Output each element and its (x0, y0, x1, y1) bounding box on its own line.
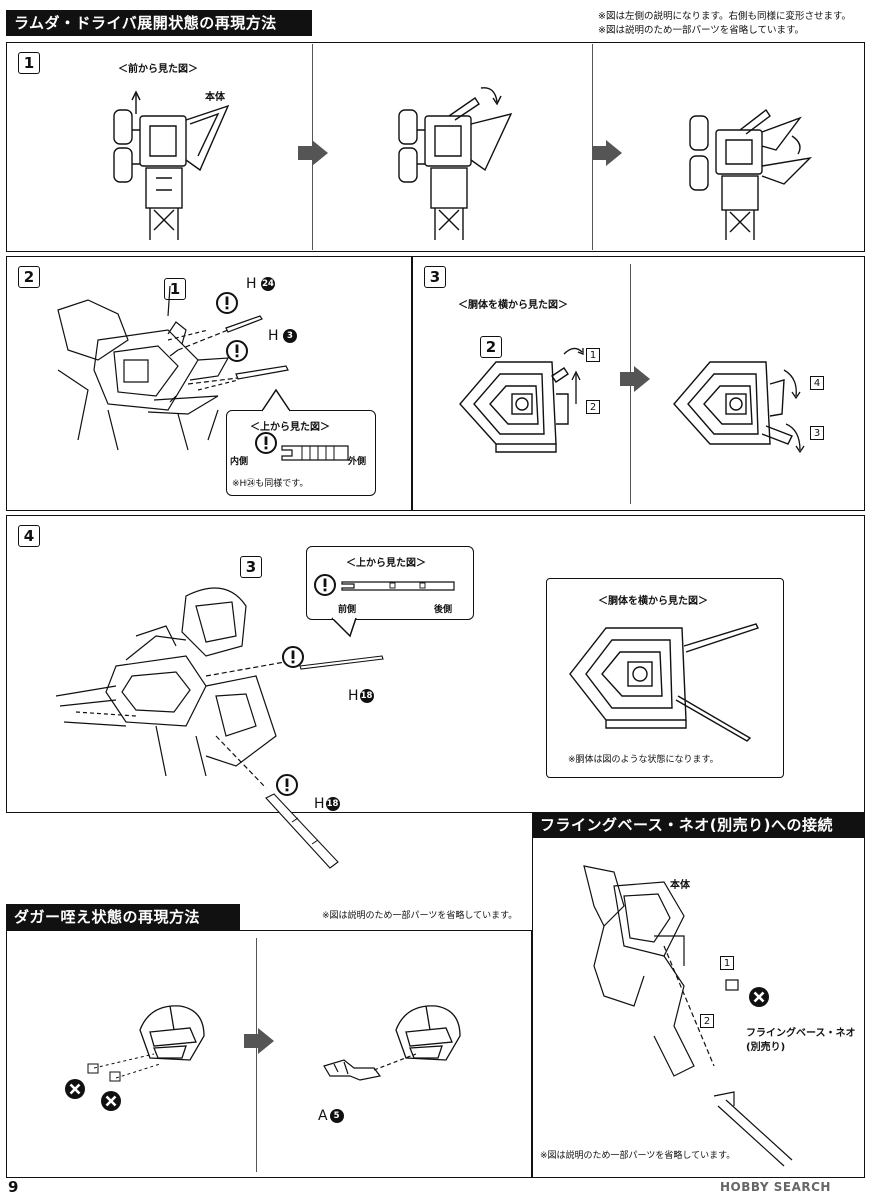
section-title-flying-base: フライングベース・ネオ(別売り)への接続 (532, 812, 865, 838)
step1-panel (6, 42, 865, 252)
step4-back-label: 後側 (434, 605, 453, 615)
step4-side-view-box (546, 578, 784, 778)
section-title-dagger: ダガー咥え状態の再現方法 (6, 904, 240, 930)
flying-base-prohibit-icon (749, 987, 769, 1007)
flying-base-order-2: 2 (700, 1014, 714, 1028)
part-number-badge: 24 (260, 277, 275, 291)
step2-inner-label: 内側 (230, 457, 249, 467)
page-number: 9 (8, 1178, 19, 1196)
step4-side-view-note: ※胴体は図のような状態になります。 (568, 755, 719, 765)
watermark: HOBBY SEARCH (720, 1180, 831, 1194)
part-letter: H (348, 688, 359, 704)
step4-rod-b (265, 793, 339, 869)
step2-callout-part (255, 432, 349, 461)
step3-panel (412, 256, 865, 511)
step1-number: 1 (18, 52, 40, 74)
step1-body-label: 本体 (205, 92, 225, 103)
dagger-next-arrow (244, 1028, 274, 1054)
step2-outer-label: 外側 (348, 457, 367, 467)
part-number-badge: 5 (329, 1109, 344, 1123)
dagger-prohibit-icon-a (65, 1079, 85, 1099)
part-number-badge: 3 (282, 329, 297, 343)
section-title-lambda-driver: ラムダ・ドライバ展開状態の再現方法 (6, 10, 312, 36)
part-number-badge: 18 (359, 689, 374, 703)
step4-attention-icon-a (282, 646, 304, 668)
step2-callout-title: ＜上から見た図＞ (250, 422, 330, 433)
step4-side-view-figure (569, 623, 759, 742)
step2-number: 2 (18, 266, 40, 288)
flying-base-body-label: 本体 (670, 880, 690, 891)
step3-order-4: 4 (810, 376, 824, 390)
part-letter: A (318, 1108, 328, 1124)
step1-figure-b (398, 87, 513, 240)
step3-number: 3 (424, 266, 446, 288)
step3-order-1: 1 (586, 348, 600, 362)
step4-rod-a (299, 655, 384, 670)
step2-guide-lines (167, 285, 289, 385)
step4-callout-part (314, 574, 455, 596)
step2-attention-icon-a (216, 292, 238, 314)
step4-front-label: 前側 (338, 605, 357, 615)
step3-next-arrow (620, 366, 650, 392)
section-note-1: ※図は左側の説明になります。右側も同様に変形させます。 (598, 11, 852, 22)
step2-panel (6, 256, 412, 511)
step4-number: 4 (18, 525, 40, 547)
part-number-badge: 18 (325, 797, 340, 811)
step4-callout-title: ＜上から見た図＞ (346, 558, 426, 569)
step4-side-view-title: ＜胴体を横から見た図＞ (598, 596, 708, 607)
step2-callout-pointer (261, 388, 291, 413)
dagger-part (323, 1053, 417, 1081)
step3-view-label: ＜胴体を横から見た図＞ (458, 300, 568, 311)
flying-base-label-2: (別売り) (746, 1042, 786, 1053)
step4-ref-number: 3 (240, 556, 262, 578)
dagger-head-a-guides (87, 1053, 161, 1082)
part-letter: H (246, 276, 257, 292)
step2-part-label-a: H 24 (246, 276, 275, 292)
dagger-panel (6, 930, 532, 1178)
step3-torso-a (459, 361, 569, 453)
step3-ref-number: 2 (480, 336, 502, 358)
step1-next-arrow-a (298, 140, 328, 166)
step1-next-arrow-b (592, 140, 622, 166)
step1-figure-a (113, 90, 230, 240)
dagger-note: ※図は説明のため一部パーツを省略しています。 (322, 911, 518, 921)
flying-base-label-1: フライングベース・ネオ (746, 1028, 856, 1039)
step3-order-2: 2 (586, 400, 600, 414)
step2-part-label-b: H 3 (268, 328, 297, 344)
flying-base-order-1: 1 (720, 956, 734, 970)
dagger-head-a (139, 1005, 205, 1061)
section-note-2: ※図は説明のため一部パーツを省略しています。 (598, 25, 805, 36)
step4-figure (55, 587, 297, 789)
step2-callout-note: ※H㉔も同様です。 (232, 479, 309, 489)
part-letter: H (268, 328, 279, 344)
step4-panel (6, 515, 865, 813)
step4-attention-icon-b (276, 774, 298, 796)
step3-rotation-arrows-b (783, 369, 805, 454)
part-letter: H (314, 796, 325, 812)
flying-base-note: ※図は説明のため一部パーツを省略しています。 (540, 1151, 736, 1161)
dagger-prohibit-icon-b (101, 1091, 121, 1111)
step1-figure-c (689, 108, 813, 240)
step3-rotation-arrows-a (563, 347, 584, 404)
step1-view-label: ＜前から見た図＞ (118, 64, 198, 75)
dagger-divider (256, 938, 257, 1172)
flying-base-figure (583, 865, 793, 1167)
step3-torso-b (673, 361, 793, 445)
step4-callout-pointer (331, 616, 357, 638)
step2-figure (57, 299, 239, 451)
step3-order-3: 3 (810, 426, 824, 440)
dagger-head-b (395, 1005, 461, 1061)
step2-attention-icon-b (226, 340, 248, 362)
flying-base-panel (532, 838, 865, 1178)
